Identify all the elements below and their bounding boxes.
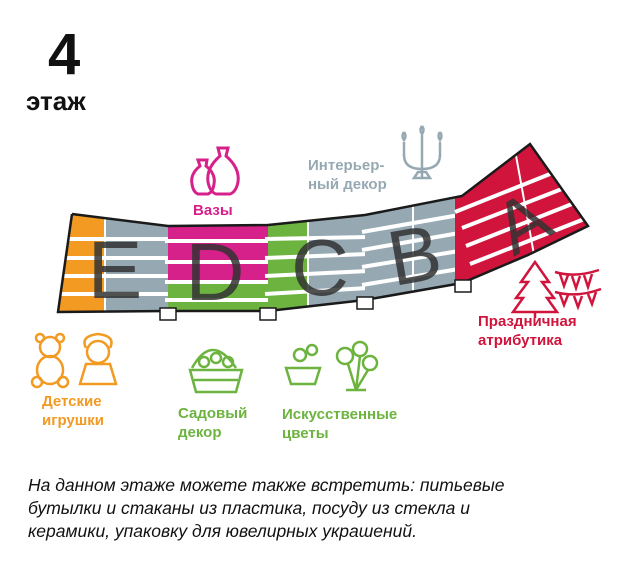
category-artificial-flowers: Искусственные цветы xyxy=(282,406,398,442)
category-interior-decor: Интерьер- ный декор xyxy=(308,157,387,193)
floor-word: этаж xyxy=(26,86,86,116)
category-holiday: Праздничная атрибутика xyxy=(478,313,577,349)
zone-d-letter: D xyxy=(185,227,244,318)
zone-b[interactable]: B xyxy=(361,176,466,310)
vases-icon xyxy=(190,146,240,196)
zone-d[interactable]: D xyxy=(165,220,270,320)
floor-note: На данном этаже можете также встретить: … xyxy=(28,475,505,541)
map-entrances xyxy=(159,279,472,321)
zone-c-letter: C xyxy=(291,223,349,312)
candelabra-icon xyxy=(401,125,443,180)
category-kids-toys: Детские игрушки xyxy=(42,393,105,429)
floor-map: E D C B xyxy=(30,125,602,394)
christmas-tree-icon xyxy=(510,259,602,318)
zone-c[interactable]: C xyxy=(264,205,369,320)
floor-number: 4 xyxy=(48,22,81,87)
category-garden-decor: Садовый декор xyxy=(178,405,248,441)
artificial-flowers-icon xyxy=(284,340,379,392)
toys-icon xyxy=(30,332,118,389)
zone-e-letter: E xyxy=(88,225,143,316)
category-vases: Вазы xyxy=(193,202,233,219)
map-outline xyxy=(56,142,590,314)
flower-basket-icon xyxy=(188,348,244,394)
